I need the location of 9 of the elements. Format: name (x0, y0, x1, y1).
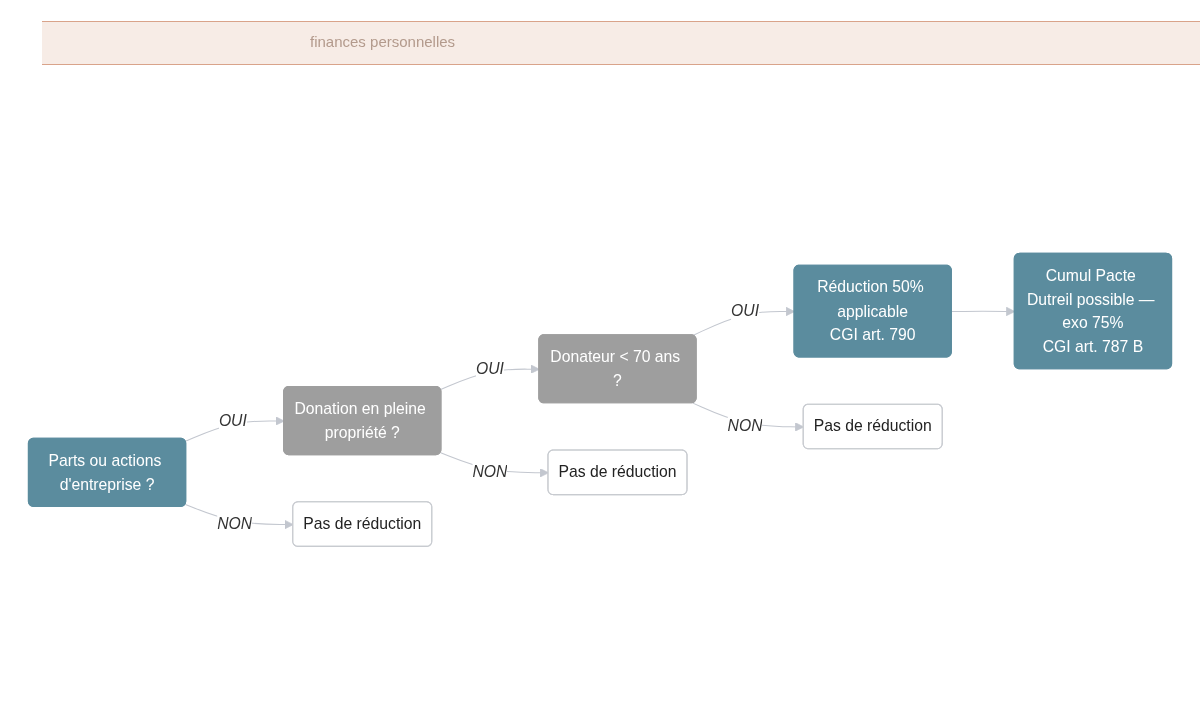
outcome-box: Pas de réduction (802, 403, 943, 450)
outcome-box: Pas de réduction (292, 501, 433, 548)
question-box: Parts ou actions d'entreprise ? (27, 437, 187, 508)
outcome-box: Pas de réduction (547, 449, 688, 496)
question-box: Donation en pleine propriété ? (283, 386, 442, 456)
result-box: Cumul Pacte Dutreil possible — exo 75% CGI art. 787 B (1013, 252, 1173, 370)
result-box: Réduction 50% applicable CGI art. 790 (793, 264, 952, 358)
category-label: finances personnelles (310, 33, 456, 50)
question-box: Donateur < 70 ans ? (538, 334, 697, 404)
